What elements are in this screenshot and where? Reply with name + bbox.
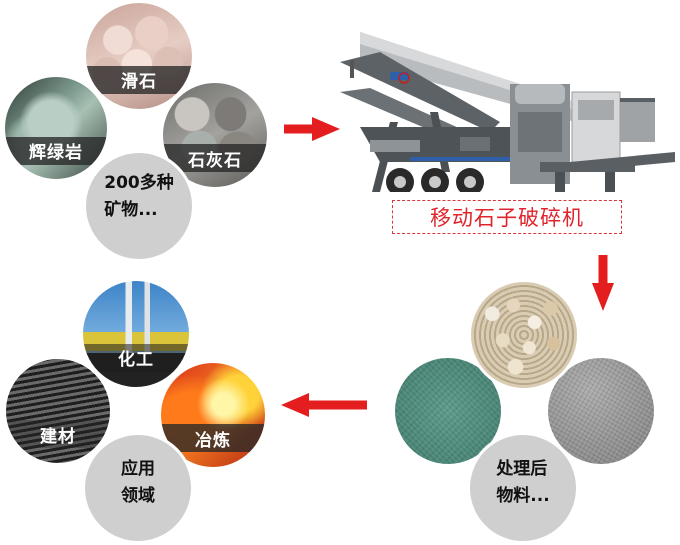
smelting-image: 冶炼 bbox=[158, 360, 268, 470]
applications-center-line2: 领域 bbox=[121, 486, 155, 506]
arrow-down-icon bbox=[592, 255, 614, 311]
chemical-plant-image: 化工 bbox=[80, 278, 192, 390]
smelting-label: 冶炼 bbox=[161, 424, 265, 453]
processed-materials-center: 处理后 物料... bbox=[467, 432, 579, 544]
gray-sand-image bbox=[545, 355, 657, 467]
chemical-plant-label: 化工 bbox=[83, 343, 189, 373]
building-materials-label: 建材 bbox=[6, 420, 110, 449]
raw-materials-center-line1: 200多种 bbox=[104, 173, 174, 193]
arrow-right-icon bbox=[284, 117, 340, 141]
gravel-image bbox=[468, 279, 580, 391]
arrow-left-icon bbox=[281, 393, 367, 417]
limestone-label: 石灰石 bbox=[163, 144, 267, 173]
talc-label: 滑石 bbox=[86, 65, 192, 95]
raw-materials-center: 200多种 矿物... bbox=[83, 150, 195, 262]
talc-image: 滑石 bbox=[83, 0, 195, 112]
diabase-label: 辉绿岩 bbox=[5, 137, 107, 165]
building-materials-image: 建材 bbox=[3, 356, 113, 466]
applications-center-line1: 应用 bbox=[121, 459, 155, 479]
processed-materials-center-line1: 处理后 bbox=[496, 459, 548, 479]
machine-label: 移动石子破碎机 bbox=[392, 200, 622, 234]
applications-center: 应用 领域 bbox=[82, 432, 194, 544]
raw-materials-center-line2: 矿物... bbox=[104, 200, 158, 220]
green-sand-image bbox=[392, 355, 504, 467]
processed-materials-center-line2: 物料... bbox=[496, 486, 550, 506]
mobile-crusher-image bbox=[340, 32, 675, 192]
